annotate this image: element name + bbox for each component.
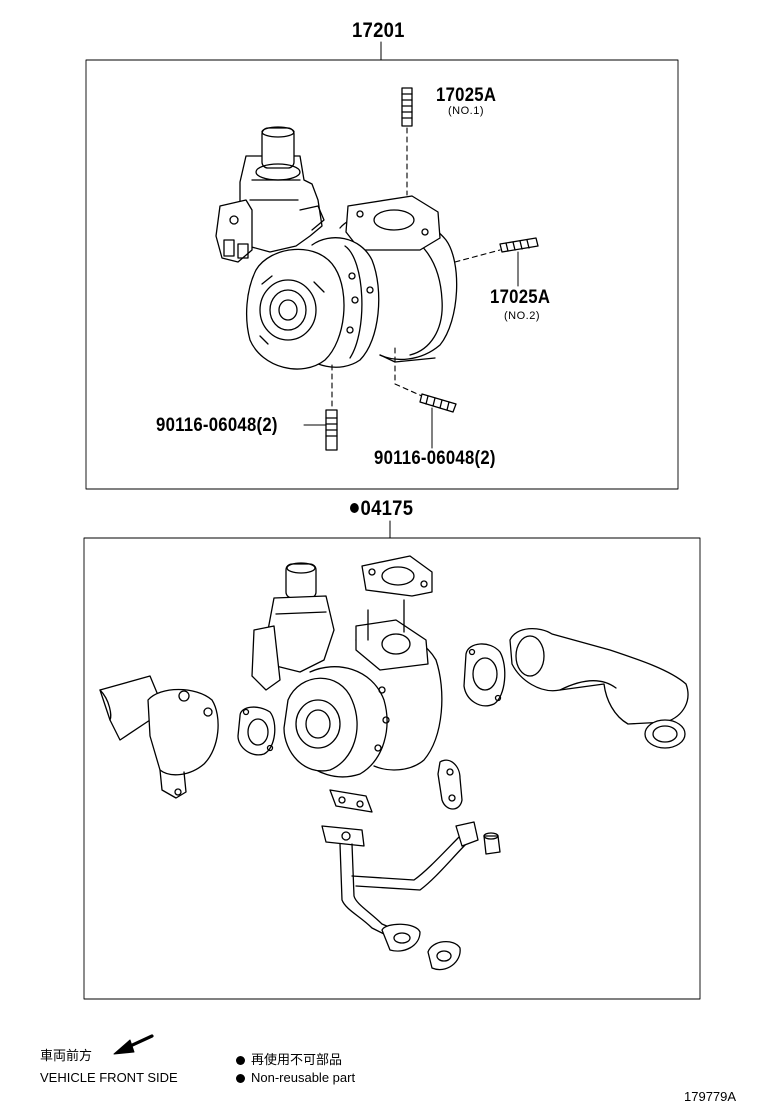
- stud-no2-drawing: [454, 237, 539, 287]
- kit-oil-gasket: [329, 789, 373, 813]
- kit-frame: [83, 537, 701, 1000]
- legend-nonreusable-jp-text: 再使用不可部品: [251, 1052, 343, 1067]
- kit-union-bolt: [483, 832, 501, 855]
- legend-nonreusable-en: Non-reusable part: [236, 1071, 355, 1084]
- front-arrow-icon: [113, 1034, 154, 1055]
- kit-small-gasket-bottom: [427, 941, 461, 971]
- turbo-assembly-drawing: [215, 126, 458, 370]
- stud-left-part-number: 90116-06048(2): [156, 415, 278, 436]
- legend-nonreusable-en-text: Non-reusable part: [251, 1070, 356, 1085]
- diagram-id: 179779A: [684, 1089, 737, 1104]
- kit-ring-gasket: [644, 719, 686, 749]
- kit-flange-gasket-top: [361, 555, 433, 597]
- stud-right-drawing: [394, 347, 457, 449]
- stud-no2-part-number: 17025A: [490, 287, 551, 308]
- stud-no1-part-number: 17025A: [436, 85, 497, 106]
- stud-no1-drawing: [401, 87, 413, 196]
- kit-turbo-drawing: [251, 562, 443, 778]
- kit-turbine-gasket: [463, 643, 506, 707]
- bullet-dot-icon: [236, 1074, 245, 1084]
- bullet-dot-icon: [236, 1056, 245, 1066]
- stud-no1-qualifier: (NO.1): [448, 105, 484, 117]
- legend-front-en: VEHICLE FRONT SIDE: [40, 1070, 178, 1085]
- legend-front-jp: 車両前方: [40, 1048, 93, 1063]
- stud-left-drawing: [303, 364, 338, 451]
- kit-part-number: 04175: [350, 498, 413, 519]
- kit-oil-gasket-2: [437, 759, 463, 810]
- kit-exhaust-pipe: [509, 628, 689, 725]
- stud-right-part-number: 90116-06048(2): [374, 448, 496, 469]
- kit-inlet-elbow: [99, 675, 219, 799]
- assembly-frame: [85, 59, 679, 490]
- kit-part-number-text: 04175: [360, 497, 414, 520]
- legend-nonreusable-jp: 再使用不可部品: [236, 1053, 342, 1066]
- kit-compressor-gasket: [237, 706, 276, 756]
- assembly-part-number: 17201: [352, 19, 405, 42]
- kit-oil-pipe: [321, 821, 479, 952]
- bullet-dot-icon: [350, 503, 359, 513]
- stud-no2-qualifier: (NO.2): [504, 310, 540, 322]
